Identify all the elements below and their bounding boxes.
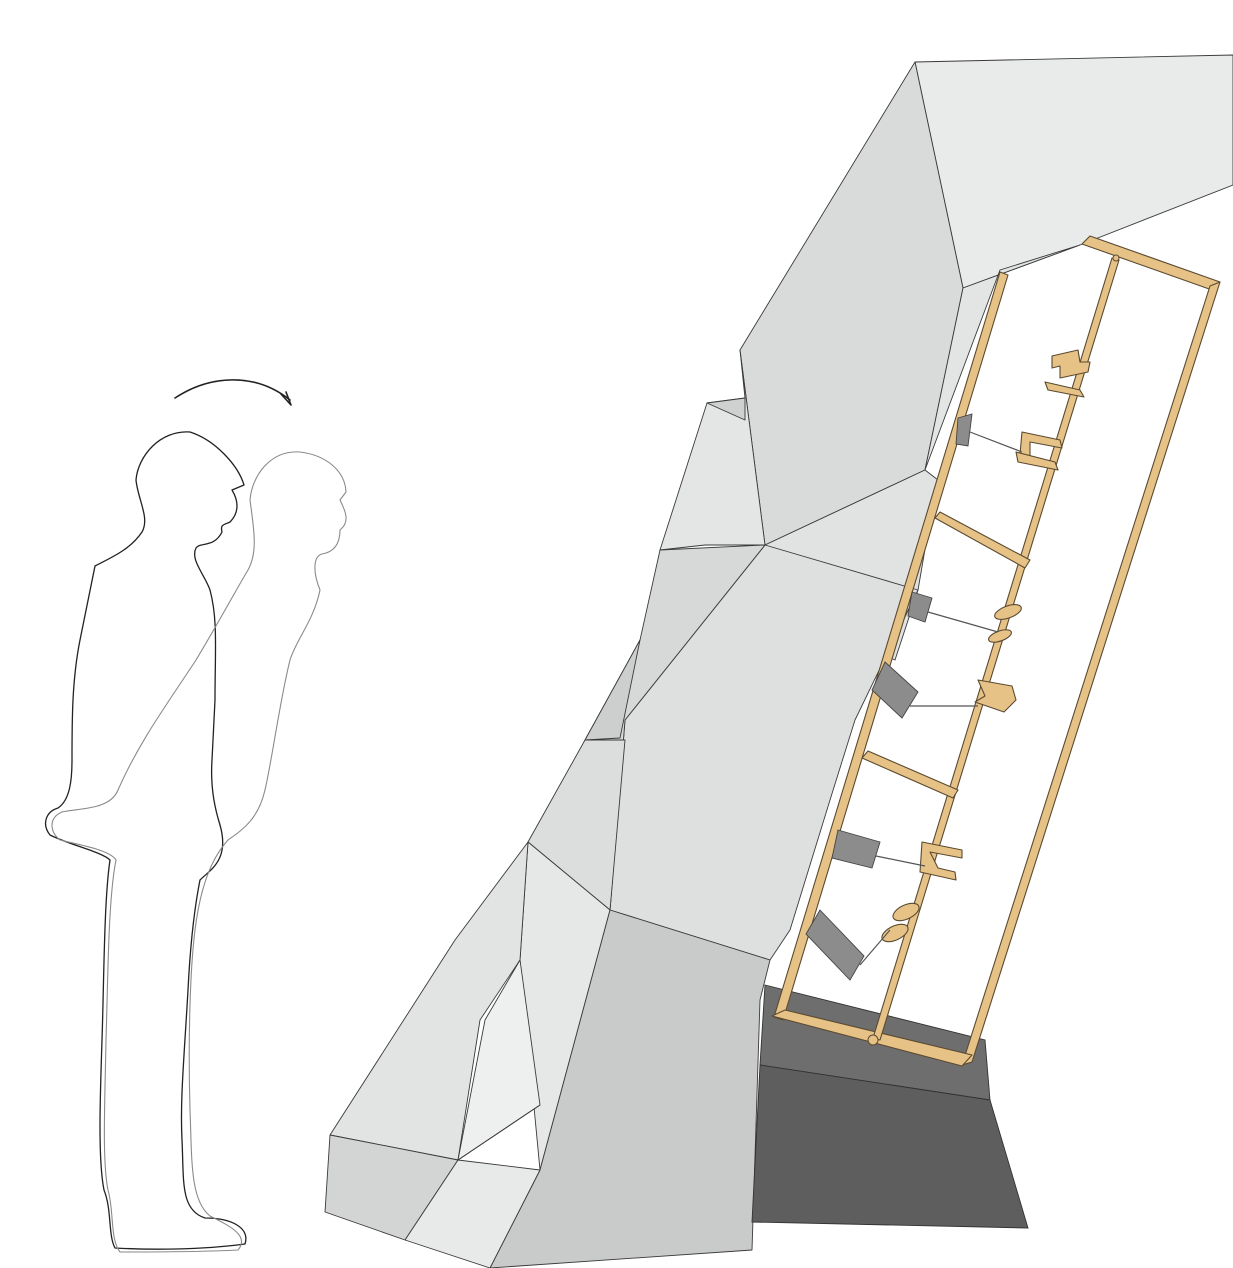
rock-facet-upper-mid xyxy=(924,244,1081,471)
rock-facet-shadow-strip xyxy=(706,397,746,421)
pad-1 xyxy=(955,413,973,447)
linkage-bracket-2 xyxy=(1044,381,1085,398)
frame-crossbar-2 xyxy=(861,750,959,799)
linkage-cam-3 xyxy=(892,902,920,922)
rock-facet-top-left xyxy=(739,61,964,546)
pad-3 xyxy=(871,661,919,719)
person-front-outline xyxy=(44,431,247,1250)
linkage-cam-1 xyxy=(994,604,1022,620)
faceted-rock-structure xyxy=(324,54,1233,1268)
pads-and-wires xyxy=(805,413,1023,981)
frame-left-rail xyxy=(773,271,1009,1021)
spine-top-pin xyxy=(1112,254,1120,262)
pad-2 xyxy=(907,591,933,623)
linkage-bracket-1 xyxy=(1051,349,1091,379)
linkage-cam-2 xyxy=(988,629,1012,643)
frame-top-bar xyxy=(1081,235,1221,291)
spine-pivot xyxy=(867,1034,879,1046)
person-back-silhouette xyxy=(51,451,347,1253)
rock-facet-mid-sliver xyxy=(584,639,641,741)
frame-crossbar-1 xyxy=(934,511,1031,569)
person-front-silhouette xyxy=(44,431,247,1250)
rock-facet-top-right xyxy=(914,54,1233,289)
person-back-outline xyxy=(51,451,347,1253)
rock-facet-bottom-left-2 xyxy=(404,1159,541,1268)
base-front-face xyxy=(751,1064,1029,1229)
curved-arrow-right-icon xyxy=(174,379,292,406)
linkage-bracket-6 xyxy=(919,841,963,881)
linkage-mechanism xyxy=(881,349,1091,943)
linkage-bracket-4 xyxy=(1015,451,1059,471)
linkage-bracket-5 xyxy=(974,679,1017,713)
pad-5 xyxy=(805,909,865,981)
frame-right-rail xyxy=(961,281,1221,1066)
pad-4 xyxy=(831,829,881,869)
